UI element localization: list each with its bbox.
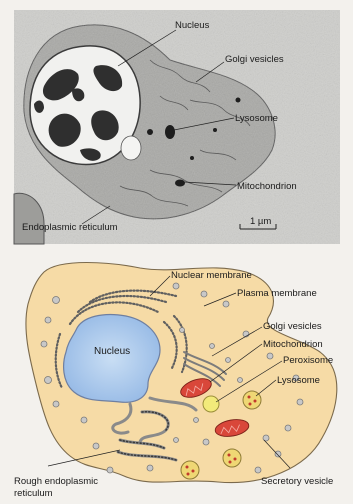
diagram-label-mitochondrion: Mitochondrion [263, 339, 323, 350]
diagram-label-secretory-vesicle: Secretory vesicle [261, 476, 333, 487]
peroxisome [203, 396, 219, 412]
diagram-label-golgi: Golgi vesicles [263, 321, 322, 332]
micrograph-label-golgi: Golgi vesicles [225, 54, 284, 65]
micrograph-label-er: Endoplasmic reticulum [22, 222, 118, 233]
diagram-nucleus [64, 315, 160, 403]
micrograph-label-lysosome: Lysosome [235, 113, 278, 124]
lysosome-1 [243, 391, 261, 409]
diagram-label-peroxisome: Peroxisome [283, 355, 333, 366]
diagram-label-nucleus: Nucleus [94, 346, 130, 357]
micrograph-label-nucleus: Nucleus [175, 20, 210, 31]
diagram-label-lysosome: Lysosome [277, 375, 320, 386]
diagram-label-rough-er-line2: reticulum [14, 488, 53, 499]
micrograph-label-mitochondrion: Mitochondrion [237, 181, 297, 192]
lysosome-2 [223, 449, 241, 467]
cell-diagram: Nuclear membrane Plasma membrane Golgi v… [14, 263, 337, 500]
micrograph-vacuole [121, 136, 141, 160]
lysosome-3 [181, 461, 199, 479]
diagram-label-nuclear-membrane: Nuclear membrane [171, 270, 252, 281]
diagram-label-plasma-membrane: Plasma membrane [237, 288, 317, 299]
electron-micrograph: Nucleus Golgi vesicles Lysosome Mitochon… [14, 10, 340, 244]
diagram-label-rough-er-line1: Rough endoplasmic [14, 476, 98, 487]
scale-bar-label: 1 µm [250, 216, 271, 227]
